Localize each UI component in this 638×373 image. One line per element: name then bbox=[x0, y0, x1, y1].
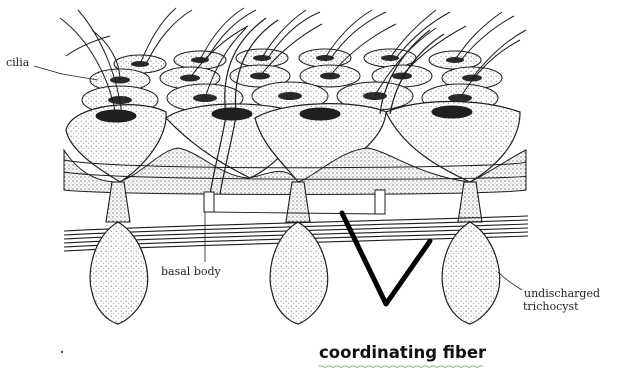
spellcheck-underline bbox=[319, 365, 486, 368]
label-cilia: cilia bbox=[6, 57, 29, 68]
label-trichocyst-line1: undischarged bbox=[524, 288, 600, 299]
label-basal-body: basal body bbox=[161, 266, 221, 277]
trichocyst-bodies bbox=[90, 222, 500, 324]
stray-mark bbox=[61, 351, 63, 353]
label-trichocyst-line2: trichocyst bbox=[523, 301, 579, 312]
label-coordinating-fiber: coordinating fiber bbox=[319, 345, 486, 362]
coordinating-fiber-highlight bbox=[342, 213, 430, 304]
